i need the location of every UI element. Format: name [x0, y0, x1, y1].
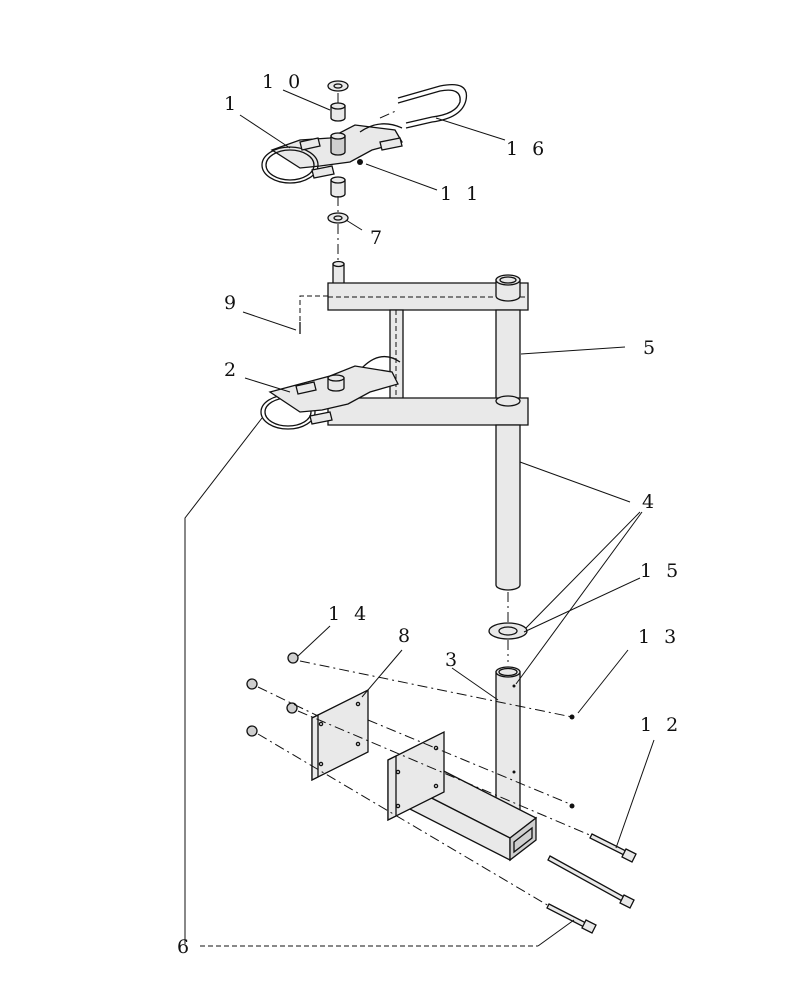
callout-3: 3 [445, 649, 461, 671]
callout-15: 1 5 [640, 560, 682, 582]
spacer-bottom [330, 179, 346, 198]
callout-7: 7 [370, 227, 386, 249]
u-bolt-top [397, 83, 468, 129]
leader-lines [184, 89, 655, 947]
nut-11 [357, 159, 363, 165]
washer-15 [488, 592, 528, 662]
callout-12: 1 2 [640, 714, 682, 736]
bolts-12 [546, 833, 637, 934]
bracket-base [387, 666, 538, 862]
callout-2: 2 [224, 359, 240, 381]
callout-14: 1 4 [328, 603, 370, 625]
callout-11: 1 1 [440, 183, 482, 205]
washer-top [327, 80, 349, 92]
mounting-plate [311, 688, 369, 782]
callout-9: 9 [224, 292, 240, 314]
upper-frame [299, 260, 529, 426]
washer-7 [327, 212, 349, 224]
nut-13 [569, 714, 575, 720]
second-clamp-assembly [260, 355, 401, 430]
callout-16: 1 6 [506, 138, 548, 160]
callout-10: 1 0 [262, 71, 304, 93]
nut-13b [569, 803, 575, 809]
callout-4: 4 [642, 491, 658, 513]
top-clamp-assembly [261, 80, 468, 262]
callout-labels: 1 2 3 4 5 6 7 8 9 1 0 1 1 1 2 1 3 1 4 1 … [177, 71, 682, 958]
callout-6: 6 [177, 936, 193, 958]
callout-1: 1 [224, 93, 240, 115]
frame-right-post [495, 309, 521, 401]
callout-8: 8 [398, 625, 414, 647]
bolt-center-lines [257, 660, 593, 907]
mast-tube [495, 424, 521, 591]
spacer-top [330, 105, 346, 122]
callout-5: 5 [643, 337, 659, 359]
nuts-14 [246, 652, 299, 737]
callout-13: 1 3 [638, 626, 680, 648]
